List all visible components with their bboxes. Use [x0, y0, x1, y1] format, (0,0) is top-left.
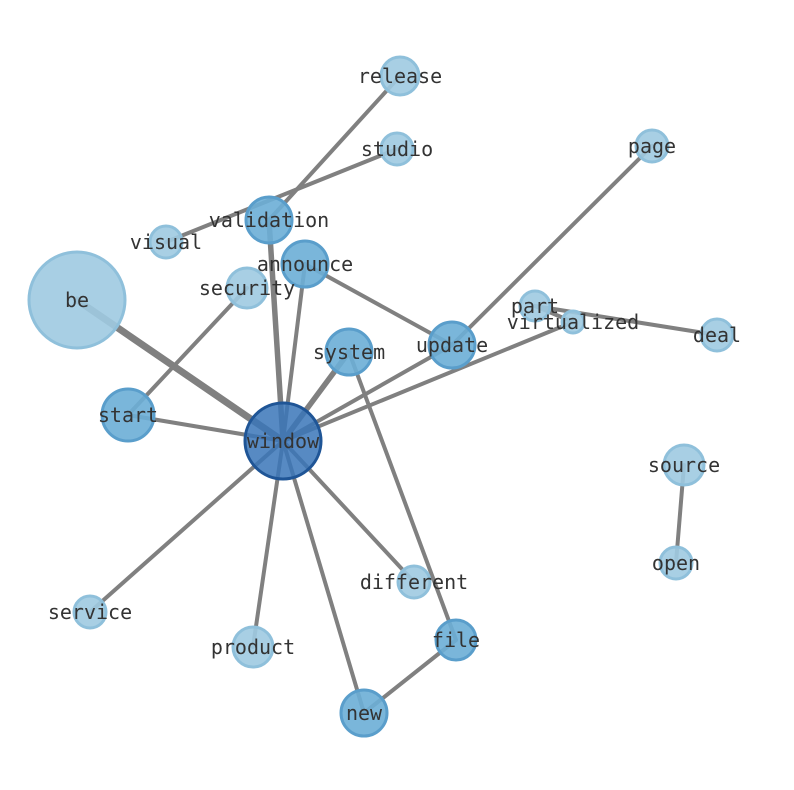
node-label-visual: visual	[130, 230, 202, 254]
node-label-file: file	[432, 628, 480, 652]
node-circle-system	[324, 327, 374, 377]
node-system: system	[313, 327, 385, 377]
edge-security-start	[126, 286, 249, 417]
node-release: release	[358, 55, 442, 97]
node-circle-start	[100, 387, 156, 443]
node-source: source	[648, 443, 720, 487]
node-update: update	[416, 320, 488, 370]
node-announce: announce	[257, 239, 353, 289]
node-new: new	[339, 688, 389, 738]
edge-system-file	[347, 350, 458, 642]
node-security: security	[199, 266, 295, 310]
node-circle-update	[427, 320, 477, 370]
node-be: be	[27, 250, 127, 350]
node-label-product: product	[211, 635, 295, 659]
node-label-service: service	[48, 600, 132, 624]
node-circle-source	[662, 443, 706, 487]
node-product: product	[211, 625, 295, 669]
node-different: different	[360, 564, 468, 600]
node-label-source: source	[648, 453, 720, 477]
edge-layer	[73, 74, 719, 715]
edge-visual-studio	[164, 147, 399, 244]
node-label-window: window	[247, 429, 320, 453]
node-circle-be	[27, 250, 127, 350]
node-circle-studio	[379, 131, 415, 167]
node-circle-announce	[280, 239, 330, 289]
edge-update-page	[450, 144, 654, 347]
node-validation: validation	[209, 195, 329, 245]
node-label-page: page	[628, 134, 676, 158]
node-label-release: release	[358, 64, 442, 88]
node-service: service	[48, 594, 132, 630]
node-label-update: update	[416, 333, 488, 357]
edge-validation-release	[267, 74, 402, 222]
node-file: file	[432, 618, 480, 662]
edge-part-deal	[533, 304, 719, 337]
node-circle-new	[339, 688, 389, 738]
node-circle-deal	[699, 317, 735, 353]
node-layer: window be release studio page validation visua…	[27, 55, 741, 738]
node-circle-release	[379, 55, 421, 97]
edge-window-new	[281, 439, 366, 715]
node-label-deal: deal	[693, 323, 741, 347]
node-circle-virtualized	[560, 309, 586, 335]
node-label-open: open	[652, 551, 700, 575]
node-circle-file	[434, 618, 478, 662]
node-circle-validation	[244, 195, 294, 245]
node-label-virtualized: virtualized	[507, 310, 639, 334]
node-visual: visual	[130, 224, 202, 260]
node-circle-part	[518, 289, 552, 323]
node-circle-window	[243, 401, 323, 481]
edge-window-service	[88, 439, 285, 614]
node-label-different: different	[360, 570, 468, 594]
node-circle-page	[634, 128, 670, 164]
node-circle-security	[225, 266, 269, 310]
node-circle-visual	[148, 224, 184, 260]
node-label-start: start	[98, 403, 158, 427]
node-part: part	[511, 289, 559, 323]
node-circle-service	[72, 594, 108, 630]
node-virtualized: virtualized	[507, 309, 639, 335]
node-deal: deal	[693, 317, 741, 353]
node-circle-different	[396, 564, 432, 600]
node-label-be: be	[65, 288, 89, 312]
node-label-system: system	[313, 340, 385, 364]
node-label-part: part	[511, 294, 559, 318]
node-circle-open	[658, 545, 694, 581]
edge-announce-update	[303, 262, 454, 347]
node-label-security: security	[199, 276, 295, 300]
node-label-new: new	[346, 701, 383, 725]
node-studio: studio	[361, 131, 433, 167]
node-start: start	[98, 387, 158, 443]
node-window: window	[243, 401, 323, 481]
node-open: open	[652, 545, 700, 581]
node-circle-product	[231, 625, 275, 669]
node-label-validation: validation	[209, 208, 329, 232]
node-label-studio: studio	[361, 137, 433, 161]
node-page: page	[628, 128, 676, 164]
node-label-announce: announce	[257, 252, 353, 276]
edge-window-virtualized	[281, 320, 575, 443]
